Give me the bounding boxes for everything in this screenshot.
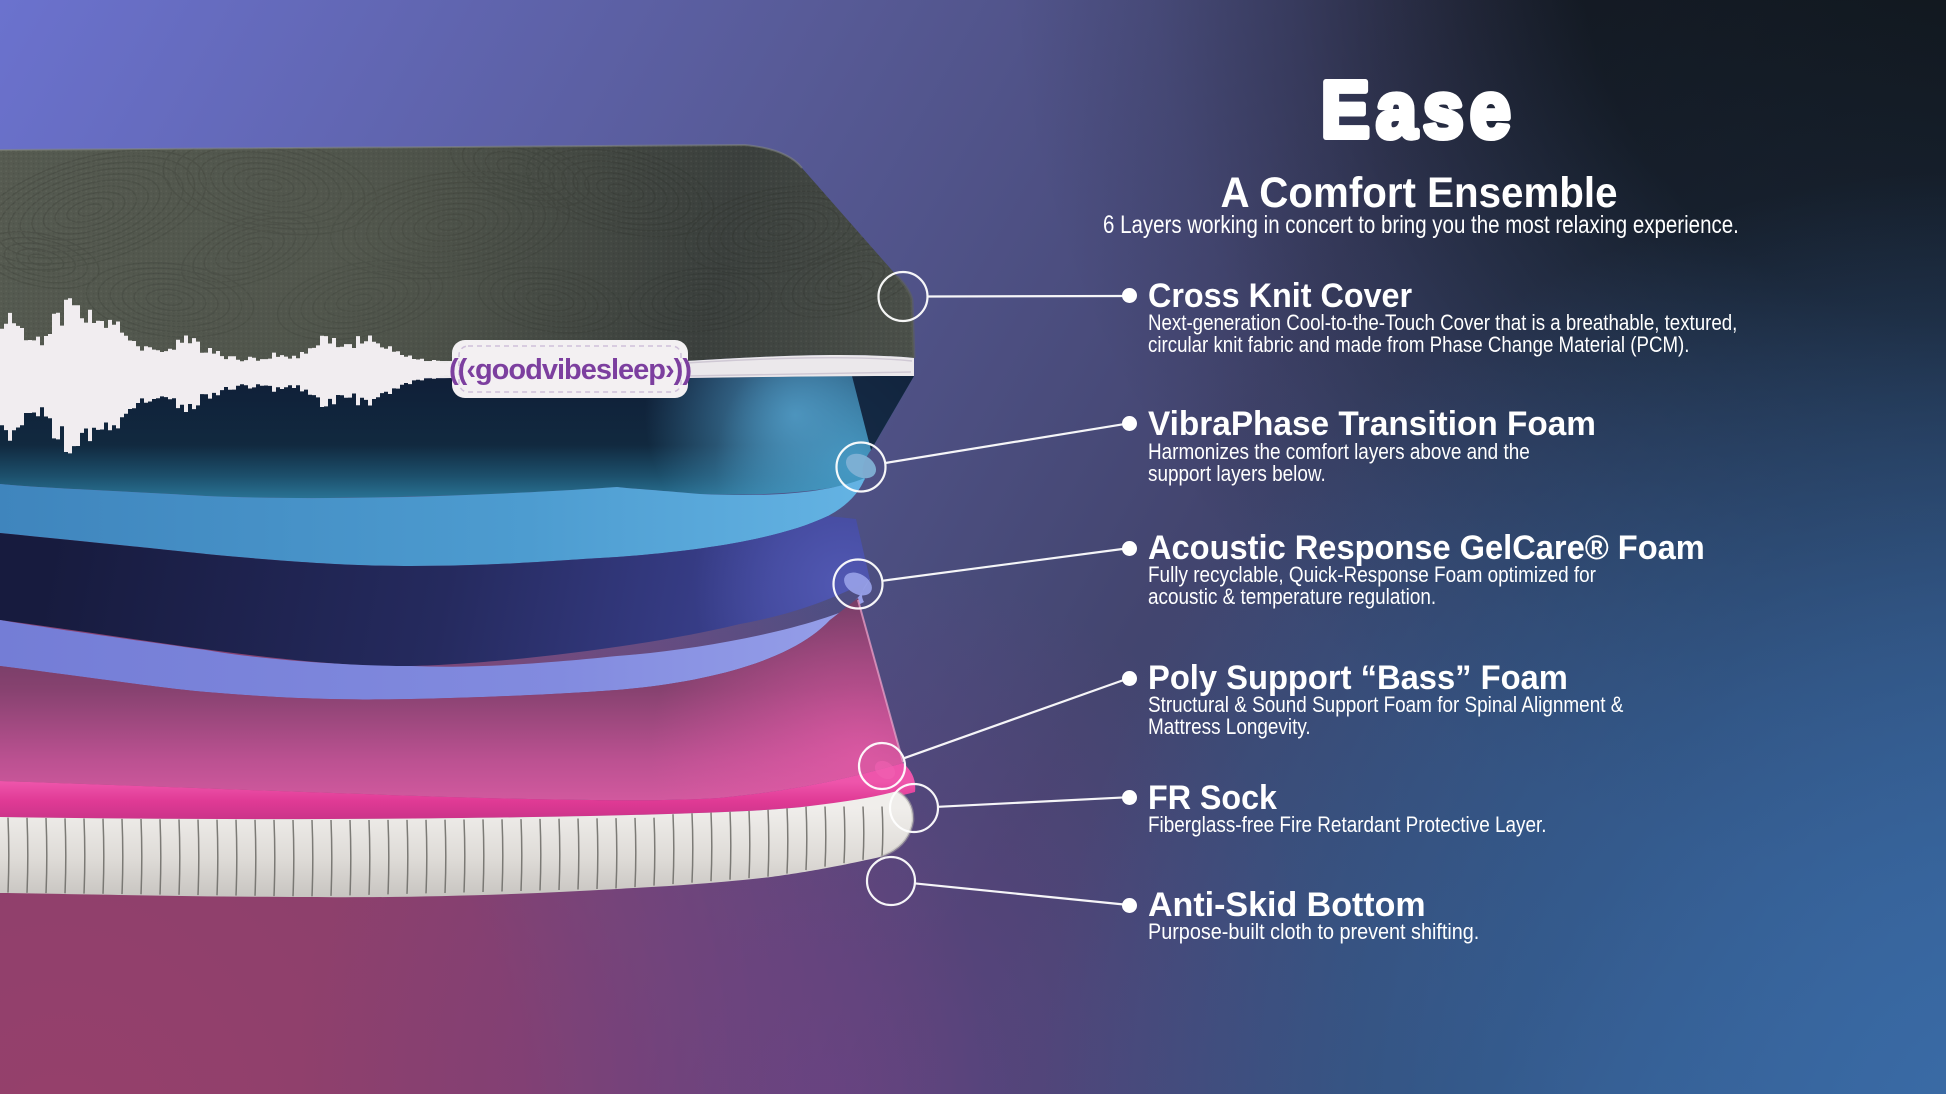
svg-text:((‹goodvibesleep›)): ((‹goodvibesleep›)) — [449, 354, 691, 386]
svg-text:Ease: Ease — [1321, 65, 1517, 154]
